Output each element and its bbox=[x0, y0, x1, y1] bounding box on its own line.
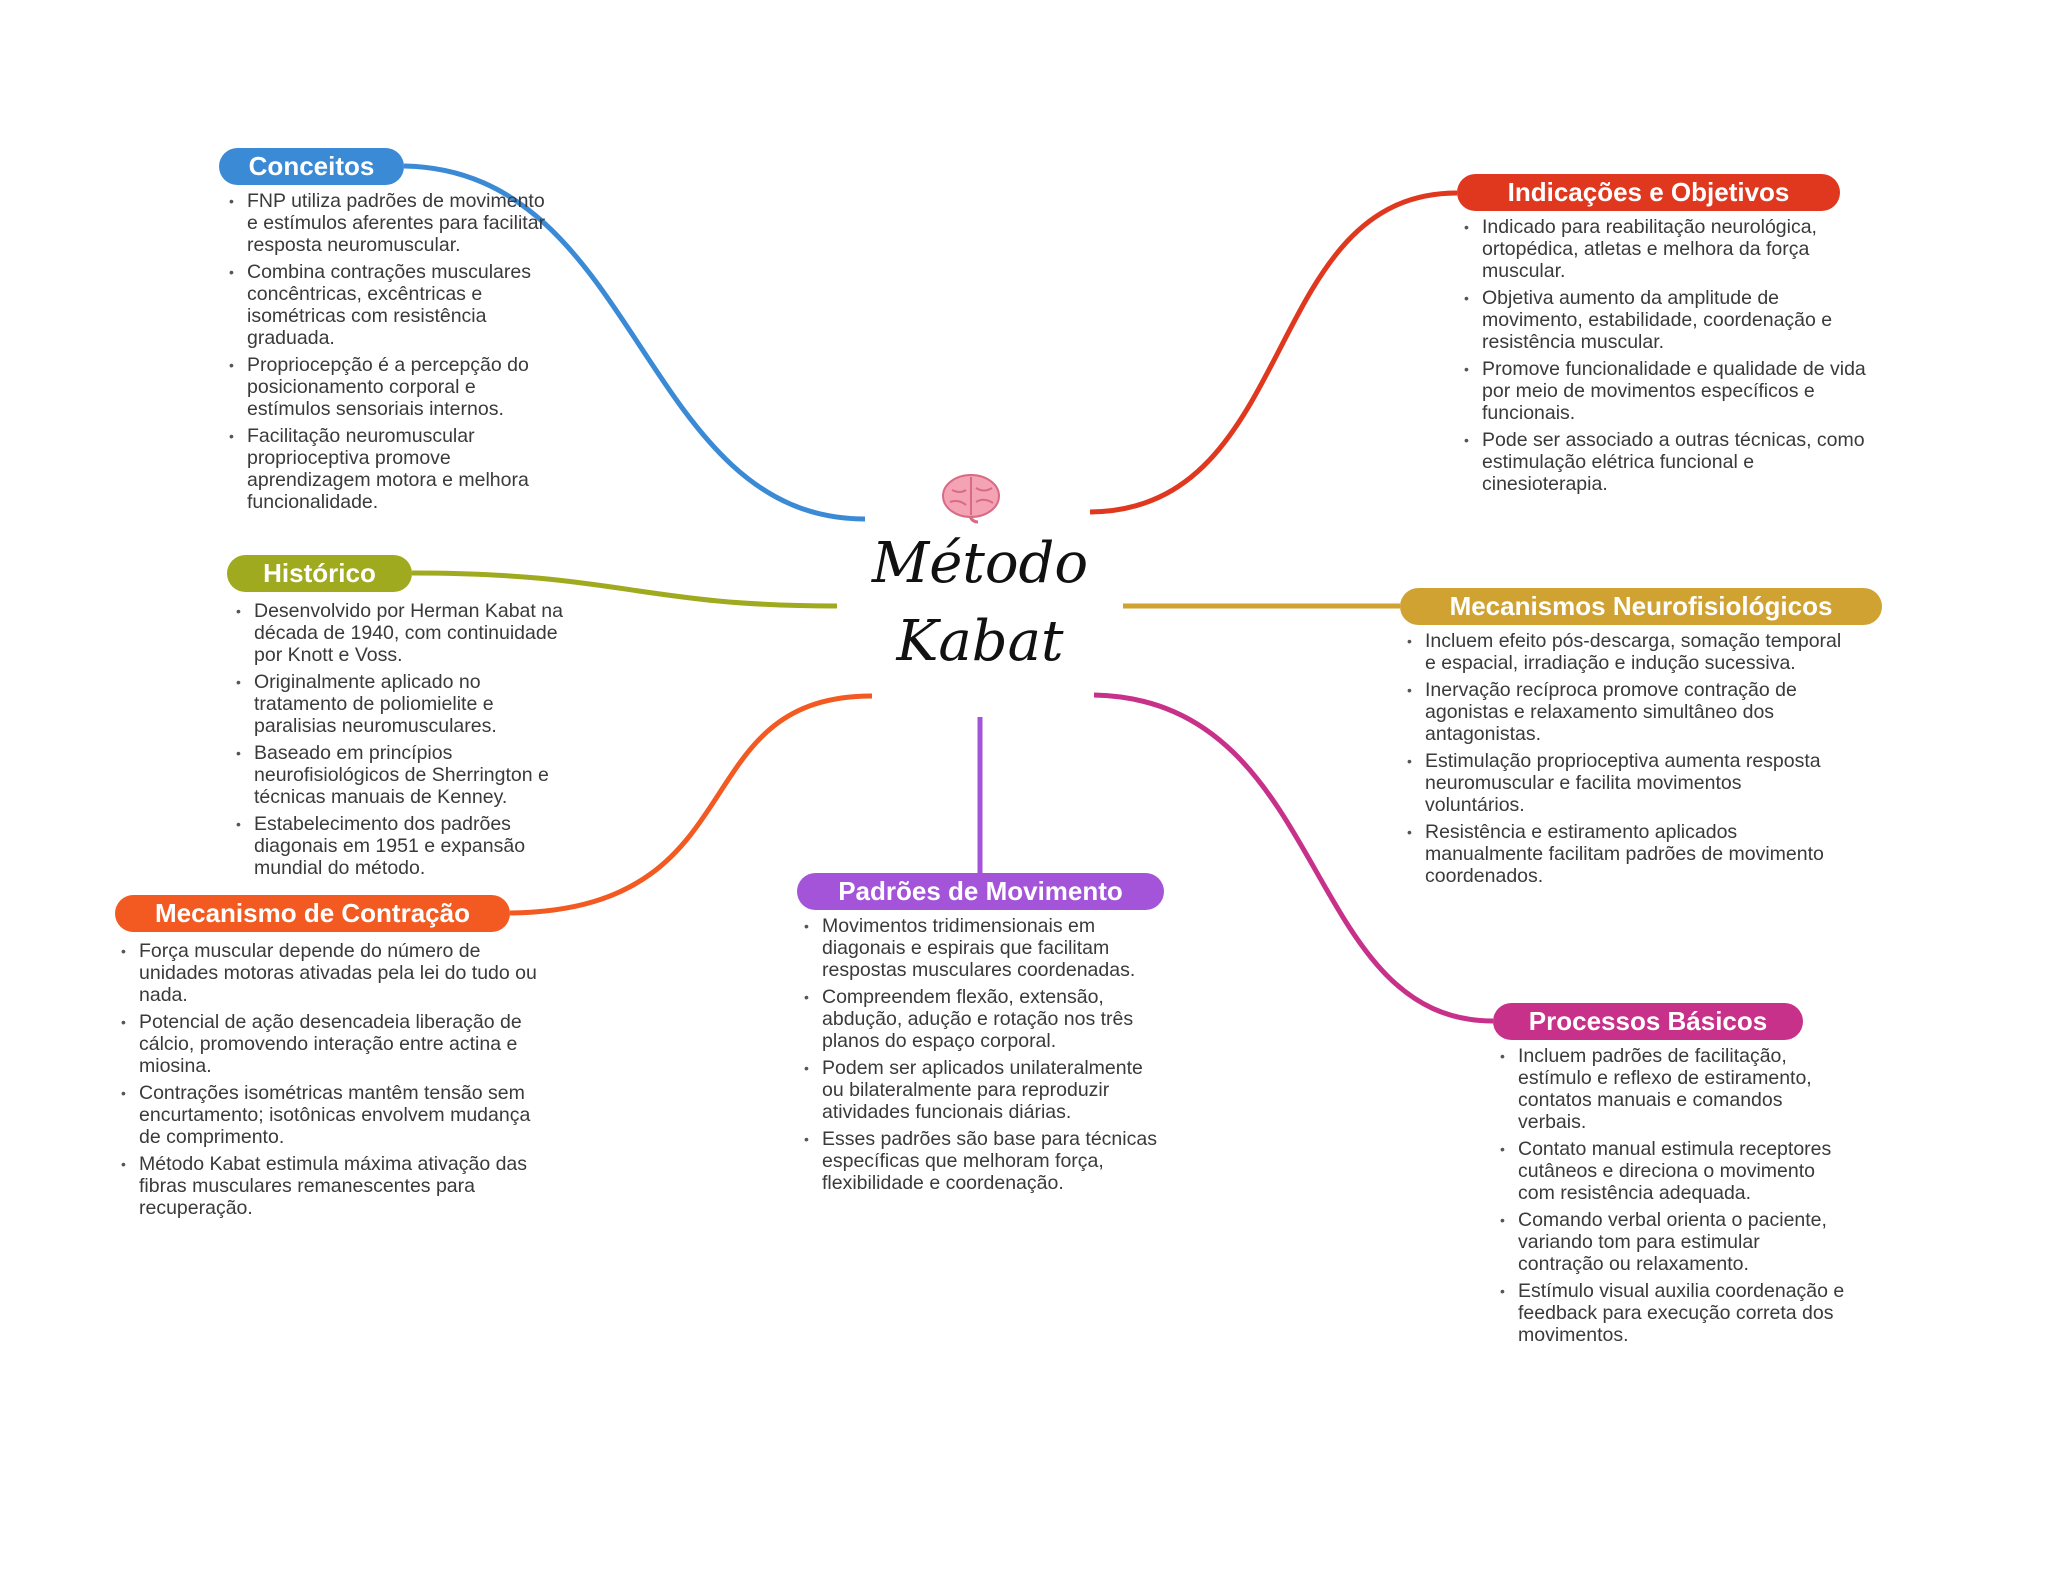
note-item: Baseado em princípios neurofisiológicos … bbox=[236, 742, 574, 808]
note-item: Estimulação proprioceptiva aumenta respo… bbox=[1407, 750, 1845, 816]
link-conceitos bbox=[403, 163, 866, 522]
topic-conceitos[interactable]: Conceitos bbox=[219, 148, 404, 185]
central-topic: Método Kabat bbox=[860, 525, 1100, 681]
contracao-notes: Força muscular depende do número de unid… bbox=[119, 940, 539, 1224]
conceitos-notes: FNP utiliza padrões de movimento e estím… bbox=[227, 190, 547, 518]
note-item: Inervação recíproca promove contração de… bbox=[1407, 679, 1845, 745]
link-contracao bbox=[509, 693, 873, 916]
note-item: Movimentos tridimensionais em diagonais … bbox=[804, 915, 1157, 981]
note-item: Contato manual estimula receptores cutân… bbox=[1500, 1138, 1848, 1204]
note-item: Promove funcionalidade e qualidade de vi… bbox=[1464, 358, 1872, 424]
note-item: Compreendem flexão, extensão, abdução, a… bbox=[804, 986, 1157, 1052]
note-item: Contrações isométricas mantêm tensão sem… bbox=[121, 1082, 539, 1148]
note-item: Estabelecimento dos padrões diagonais em… bbox=[236, 813, 574, 879]
note-item: Método Kabat estimula máxima ativação da… bbox=[121, 1153, 539, 1219]
topic-historico[interactable]: Histórico bbox=[227, 555, 412, 592]
note-item: Incluem efeito pós-descarga, somação tem… bbox=[1407, 630, 1845, 674]
note-item: Facilitação neuromuscular proprioceptiva… bbox=[229, 425, 547, 513]
note-item: Pode ser associado a outras técnicas, co… bbox=[1464, 429, 1872, 495]
note-item: Estímulo visual auxilia coordenação e fe… bbox=[1500, 1280, 1848, 1346]
link-historico bbox=[411, 570, 838, 609]
padroes-notes: Movimentos tridimensionais em diagonais … bbox=[802, 915, 1157, 1199]
topic-processos-basicos[interactable]: Processos Básicos bbox=[1493, 1003, 1803, 1040]
neuro-notes: Incluem efeito pós-descarga, somação tem… bbox=[1405, 630, 1845, 892]
note-item: Potencial de ação desencadeia liberação … bbox=[121, 1011, 539, 1077]
note-item: Propriocepção é a percepção do posiciona… bbox=[229, 354, 547, 420]
note-item: Comando verbal orienta o paciente, varia… bbox=[1500, 1209, 1848, 1275]
topic-mecanismo-contracao[interactable]: Mecanismo de Contração bbox=[115, 895, 510, 932]
processos-notes: Incluem padrões de facilitação, estímulo… bbox=[1498, 1045, 1848, 1351]
topic-mecanismos-neurofisiologicos[interactable]: Mecanismos Neurofisiológicos bbox=[1400, 588, 1882, 625]
note-item: Força muscular depende do número de unid… bbox=[121, 940, 539, 1006]
indicacoes-notes: Indicado para reabilitação neurológica, … bbox=[1462, 216, 1872, 500]
note-item: Objetiva aumento da amplitude de movimen… bbox=[1464, 287, 1872, 353]
note-item: Desenvolvido por Herman Kabat na década … bbox=[236, 600, 574, 666]
central-topic-line1: Método bbox=[871, 531, 1089, 596]
note-item: FNP utiliza padrões de movimento e estím… bbox=[229, 190, 547, 256]
central-topic-line2: Kabat bbox=[896, 609, 1064, 674]
brain-icon bbox=[942, 474, 1000, 524]
note-item: Podem ser aplicados unilateralmente ou b… bbox=[804, 1057, 1157, 1123]
note-item: Originalmente aplicado no tratamento de … bbox=[236, 671, 574, 737]
note-item: Esses padrões são base para técnicas esp… bbox=[804, 1128, 1157, 1194]
historico-notes: Desenvolvido por Herman Kabat na década … bbox=[234, 600, 574, 884]
link-processos bbox=[1093, 692, 1494, 1024]
note-item: Incluem padrões de facilitação, estímulo… bbox=[1500, 1045, 1848, 1133]
note-item: Resistência e estiramento aplicados manu… bbox=[1407, 821, 1845, 887]
topic-indicacoes-objetivos[interactable]: Indicações e Objetivos bbox=[1457, 174, 1840, 211]
note-item: Combina contrações musculares concêntric… bbox=[229, 261, 547, 349]
link-indicacoes bbox=[1089, 190, 1458, 515]
note-item: Indicado para reabilitação neurológica, … bbox=[1464, 216, 1872, 282]
topic-padroes-movimento[interactable]: Padrões de Movimento bbox=[797, 873, 1164, 910]
